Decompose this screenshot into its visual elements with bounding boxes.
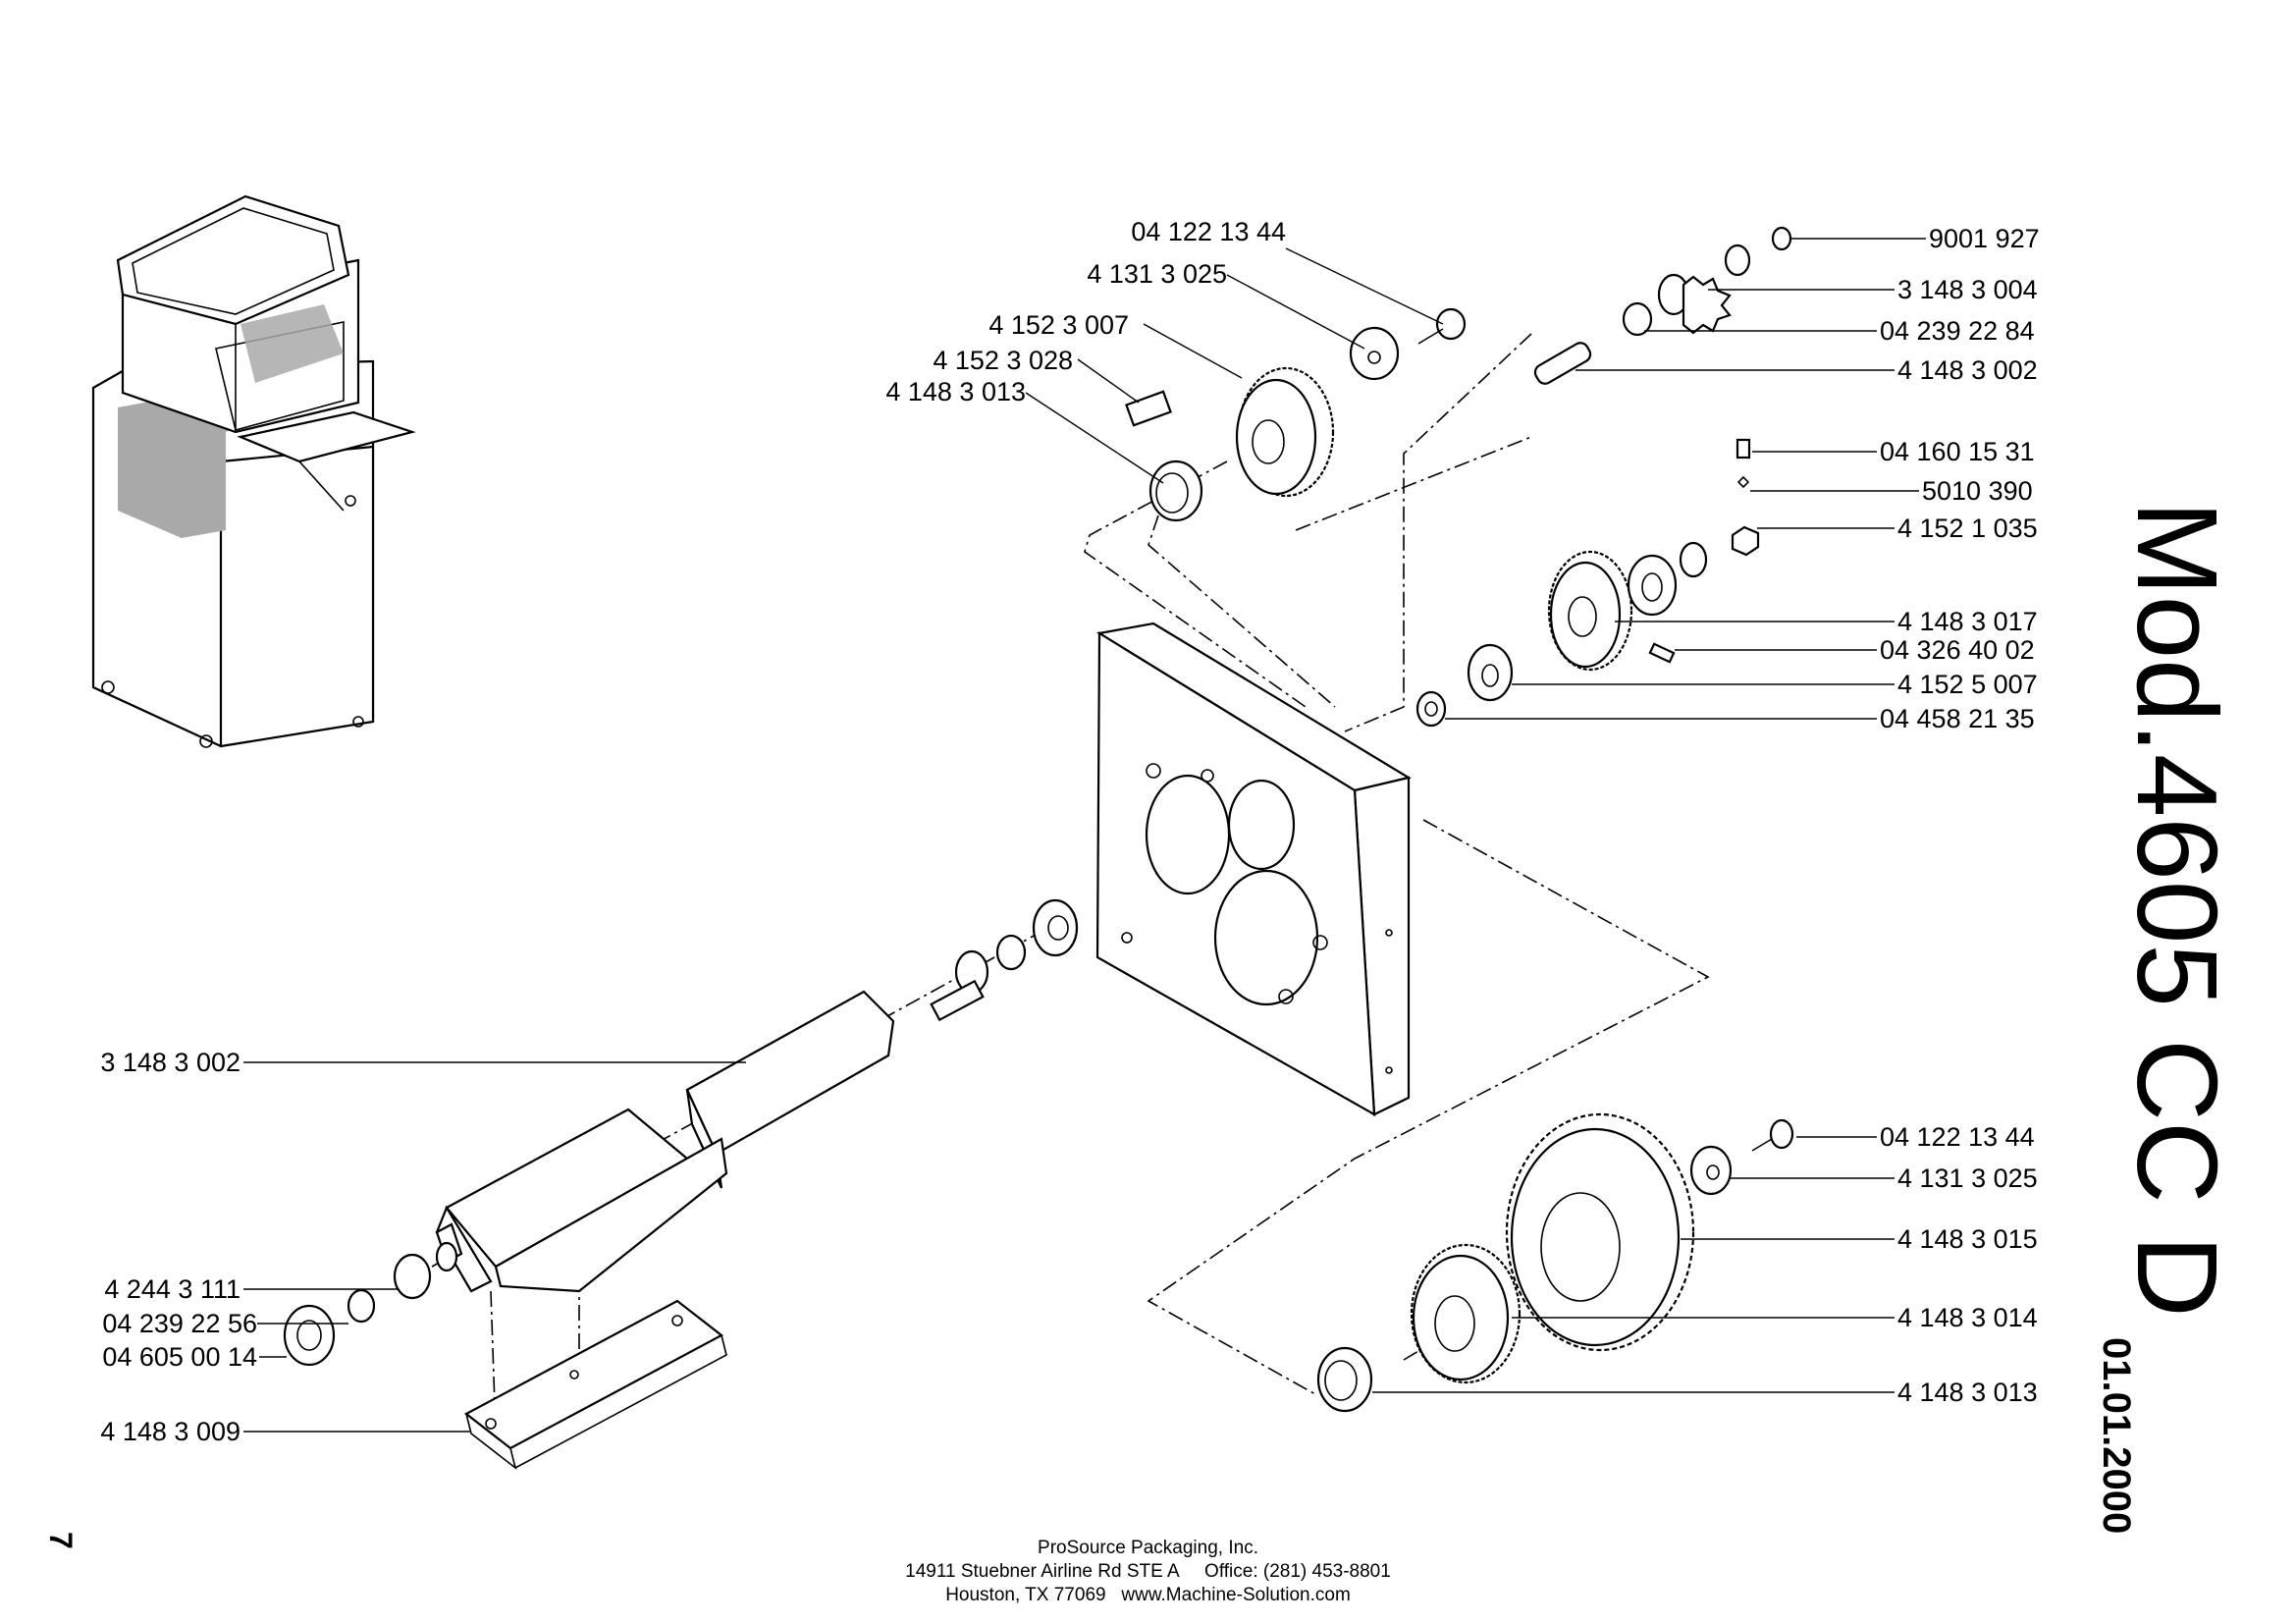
label-ball: 5010 390 [1922,476,2033,506]
housing-plate [1095,622,1412,1116]
label-key-top: 4 152 3 028 [933,346,1073,375]
model-title: Mod.4605 CC D [2113,501,2241,1318]
label-washer-bottom: 4 131 3 025 [1897,1163,2038,1193]
footer-company: ProSource Packaging, Inc. [1038,1538,1258,1558]
label-pinion: 3 148 3 004 [1897,275,2038,304]
label-sprocket: 4 148 3 015 [1897,1224,2038,1254]
footer-city-web: Houston, TX 77069 www.Machine-Solution.c… [945,1585,1351,1605]
label-washer-mid: 04 458 21 35 [1880,704,2035,733]
label-shaft: 3 148 3 002 [100,1048,240,1077]
label-bearing: 04 605 00 14 [102,1342,257,1372]
label-screw-top: 04 122 13 44 [1131,217,1286,246]
lower-gear-group [1316,1112,1794,1413]
machine-overview-illustration [91,194,416,748]
label-pin: 4 148 3 002 [1897,355,2038,385]
footer: ProSource Packaging, Inc. 14911 Stuebner… [0,1537,2296,1607]
label-seal-bottom: 4 148 3 013 [1897,1378,2038,1407]
label-screw-bottom: 04 122 13 44 [1880,1122,2035,1152]
label-gear-top: 4 152 3 007 [988,310,1129,340]
label-flange: 4 148 3 017 [1897,607,2038,636]
label-plate: 4 148 3 009 [100,1417,240,1446]
label-key-mid: 04 326 40 02 [1880,635,2035,665]
label-bushing: 4 244 3 111 [104,1274,240,1304]
shaft-group [283,898,1079,1471]
label-circlip-pin: 04 239 22 84 [1880,316,2035,346]
upper-gear-group [1125,226,1792,522]
part-labels: 04 122 13 44 4 131 3 025 4 152 3 007 4 1… [100,217,2039,1446]
label-nut: 4 152 1 035 [1897,514,2038,543]
label-circlip-shaft: 04 239 22 56 [102,1309,257,1338]
label-gear-mid: 4 152 5 007 [1897,670,2038,699]
label-gear-bottom: 4 148 3 014 [1897,1303,2038,1332]
middle-gear-group [1415,438,1760,728]
label-circlip-right: 9001 927 [1929,224,2040,253]
label-washer-top: 4 131 3 025 [1087,259,1227,289]
label-seal-top: 4 148 3 013 [885,377,1026,406]
footer-address: 14911 Stuebner Airline Rd STE A Office: … [905,1561,1391,1582]
leader-lines [243,238,1926,1433]
label-set-screw: 04 160 15 31 [1880,437,2035,466]
model-date: 01.01.2000 [2095,1337,2138,1535]
